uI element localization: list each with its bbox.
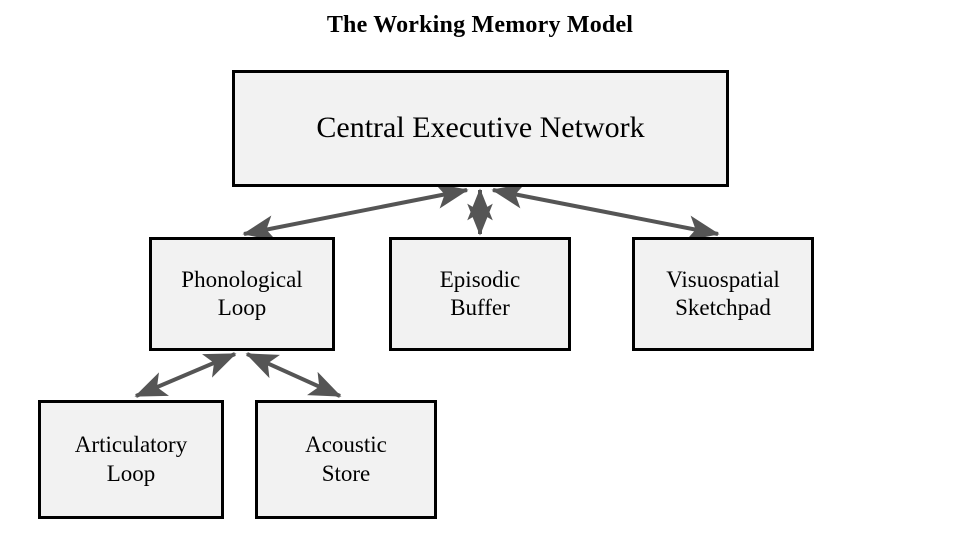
node-phonological-loop[interactable]: Phonological Loop bbox=[149, 237, 335, 351]
diagram-title: The Working Memory Model bbox=[326, 12, 634, 38]
edge-ce-phonological bbox=[242, 183, 469, 241]
node-acoustic-store[interactable]: Acoustic Store bbox=[255, 400, 437, 519]
node-visuospatial-sketchpad[interactable]: Visuospatial Sketchpad bbox=[632, 237, 814, 351]
node-phonological-loop-label: Phonological Loop bbox=[181, 266, 303, 320]
edge-phonological-articulatory bbox=[134, 352, 237, 398]
edge-ce-visuospatial bbox=[491, 183, 720, 241]
edge-phonological-acoustic bbox=[245, 352, 342, 398]
node-acoustic-store-label: Acoustic Store bbox=[305, 432, 387, 486]
node-central-executive[interactable]: Central Executive Network bbox=[232, 70, 729, 187]
node-episodic-buffer[interactable]: Episodic Buffer bbox=[389, 237, 571, 351]
node-central-executive-label: Central Executive Network bbox=[316, 111, 645, 145]
node-articulatory-loop[interactable]: Articulatory Loop bbox=[38, 400, 224, 519]
node-episodic-buffer-label: Episodic Buffer bbox=[439, 266, 521, 320]
node-visuospatial-sketchpad-label: Visuospatial Sketchpad bbox=[666, 266, 780, 320]
node-articulatory-loop-label: Articulatory Loop bbox=[74, 432, 188, 486]
